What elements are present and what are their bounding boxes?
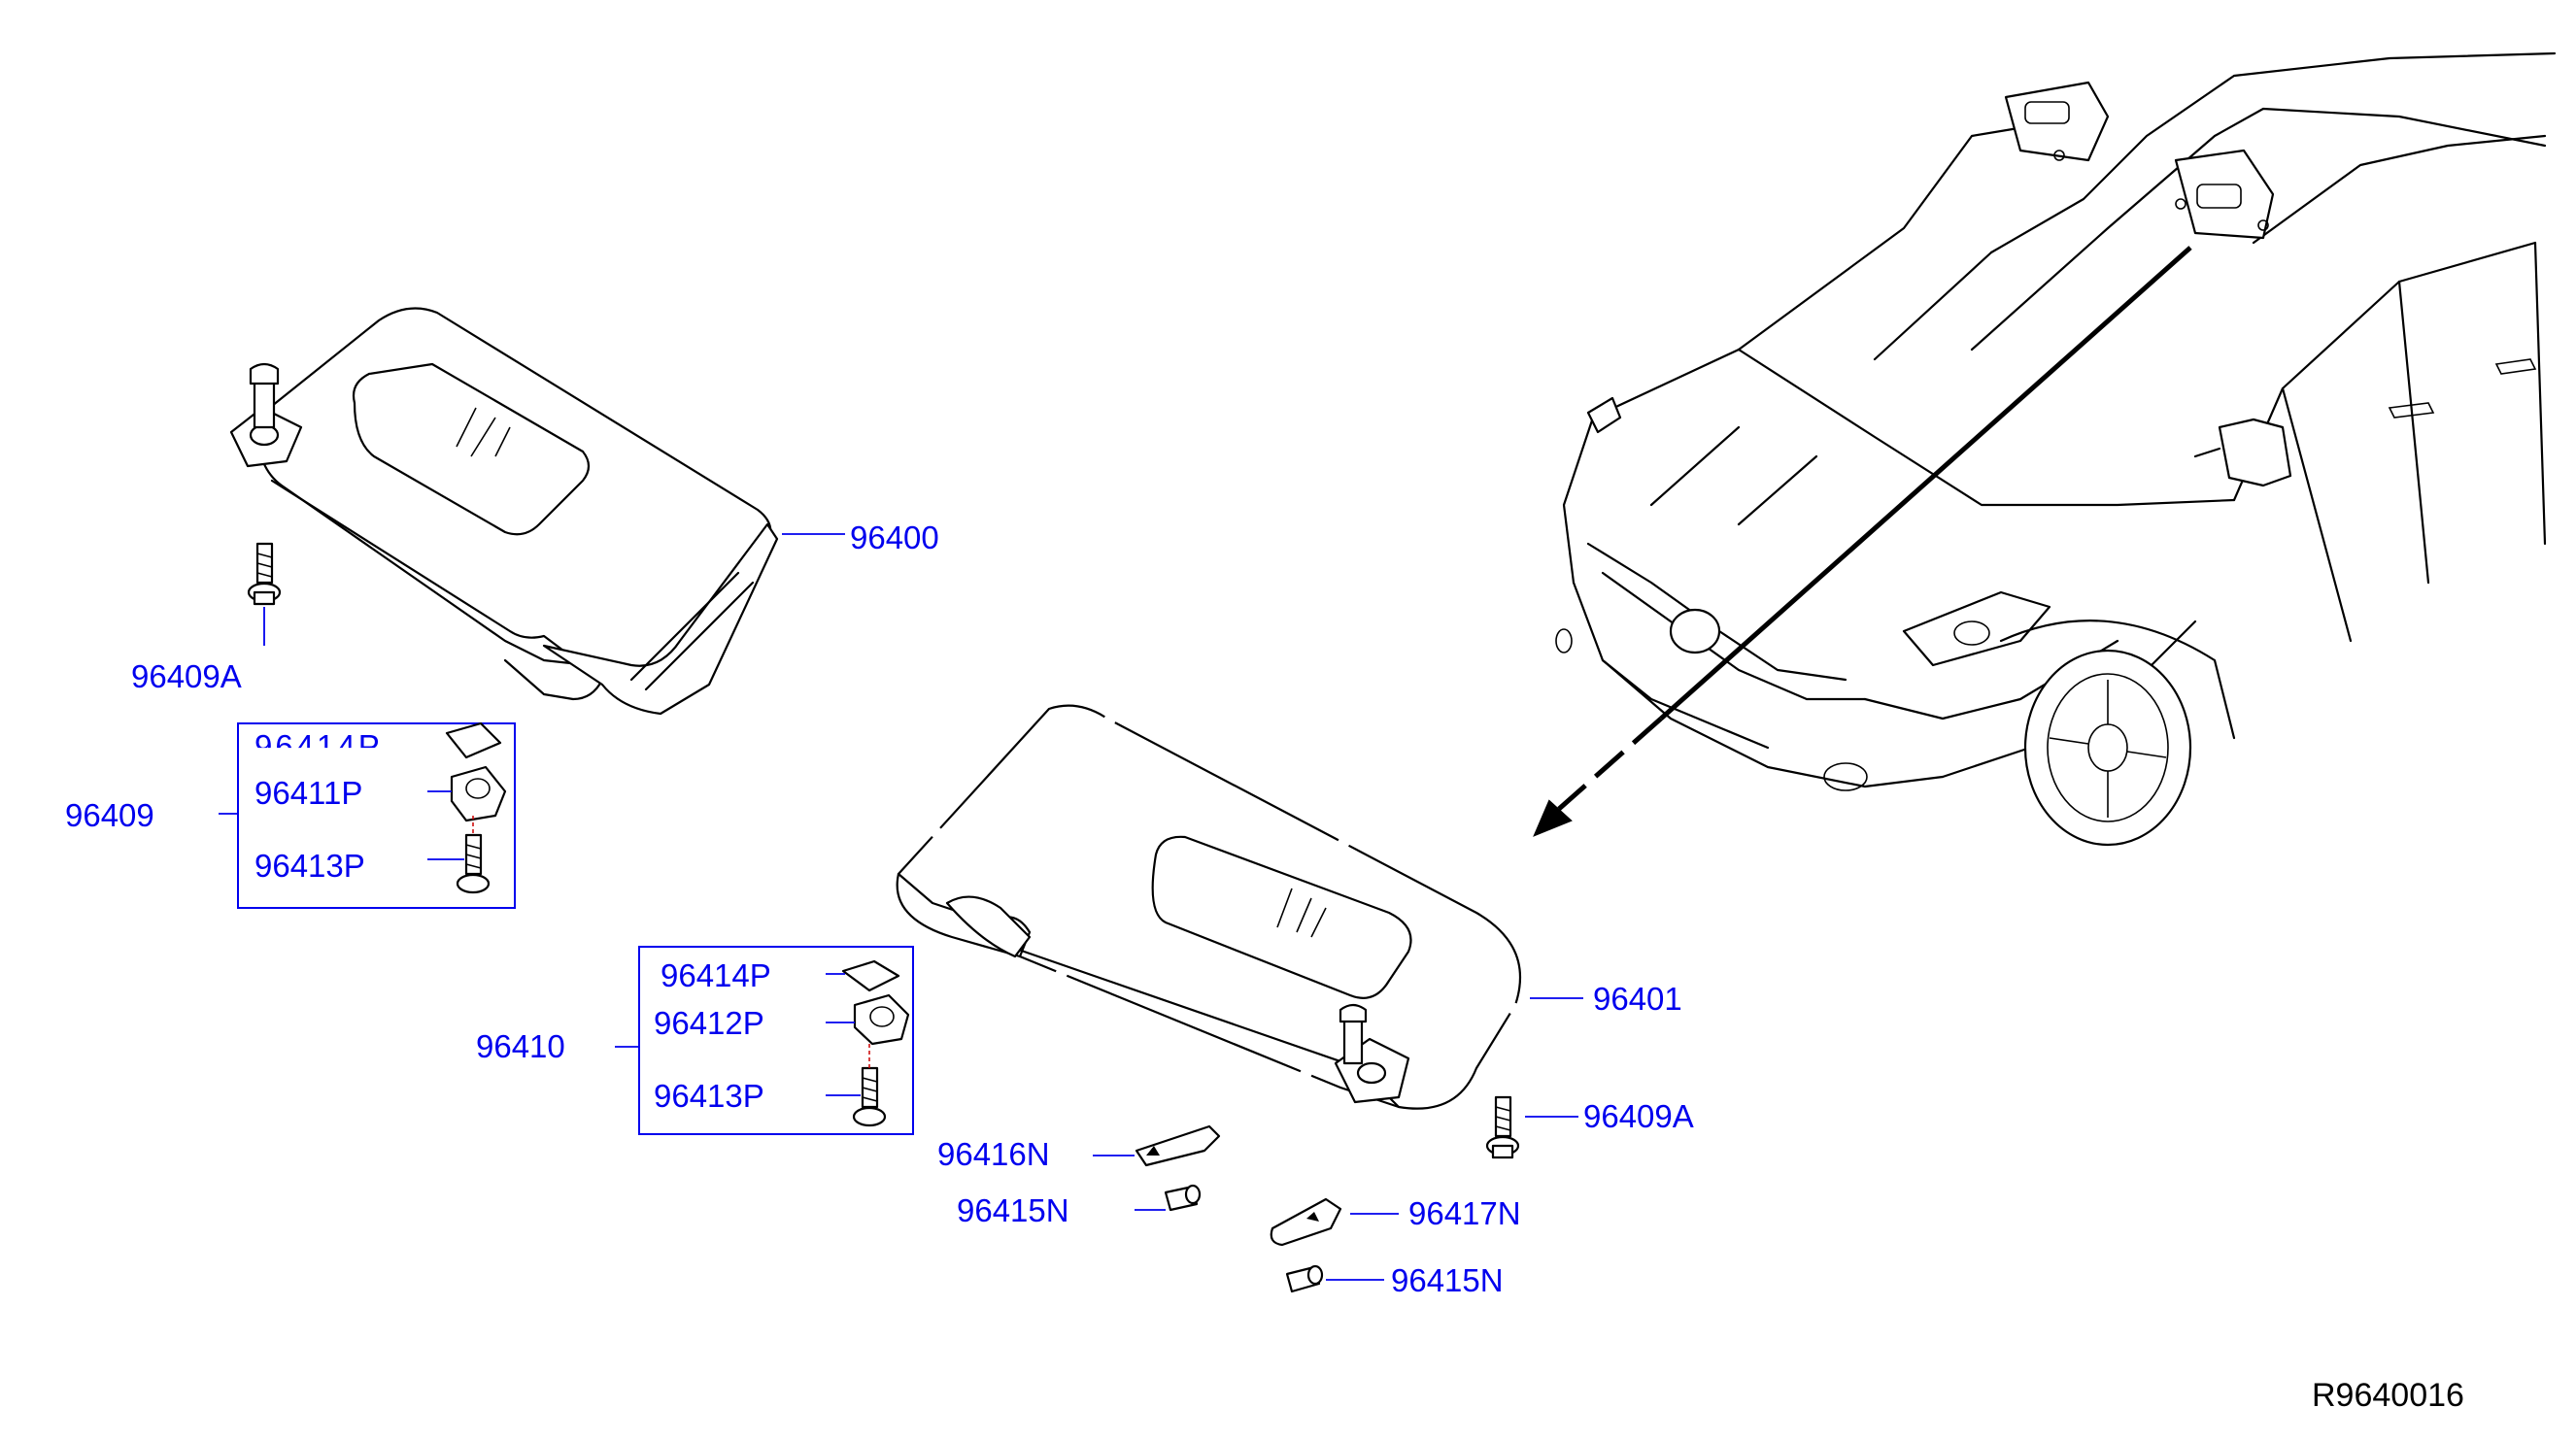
label-96415n-left: 96415N xyxy=(957,1192,1069,1228)
label-96414p-rh: 96414P xyxy=(661,957,771,993)
label-96412p: 96412P xyxy=(654,1005,764,1041)
sunvisor-rh xyxy=(896,704,1522,1110)
label-96409: 96409 xyxy=(65,797,154,833)
lamp-lens-96417n xyxy=(1270,1197,1399,1247)
label-96400: 96400 xyxy=(850,519,939,555)
label-96416n: 96416N xyxy=(937,1136,1050,1172)
label-96401: 96401 xyxy=(1593,981,1682,1017)
holder-kit-rh xyxy=(615,946,914,1135)
label-96415n-right: 96415N xyxy=(1391,1262,1504,1298)
label-96409a-left: 96409A xyxy=(131,658,242,694)
sunvisor-lh xyxy=(229,307,779,716)
label-96417n: 96417N xyxy=(1408,1195,1521,1231)
label-96413p-rh: 96413P xyxy=(654,1078,764,1114)
label-96414p-lh: 96414P xyxy=(254,728,383,764)
bulb-96415n-right xyxy=(1285,1264,1384,1293)
screw-96409a-left xyxy=(247,542,282,646)
screw-96409a-right xyxy=(1485,1095,1578,1159)
drawing-reference-number: R9640016 xyxy=(2312,1377,2464,1414)
bulb-96415n-left xyxy=(1135,1184,1202,1212)
holder-kit-lh xyxy=(219,721,516,909)
label-96409a-right: 96409A xyxy=(1583,1098,1694,1134)
label-96411p: 96411P xyxy=(254,775,363,811)
lamp-lens-96416n xyxy=(1093,1124,1221,1167)
label-96410: 96410 xyxy=(476,1028,565,1064)
location-arrow xyxy=(1533,246,2192,837)
vehicle-illustration xyxy=(1555,51,2557,847)
label-96413p-lh: 96413P xyxy=(254,848,365,884)
